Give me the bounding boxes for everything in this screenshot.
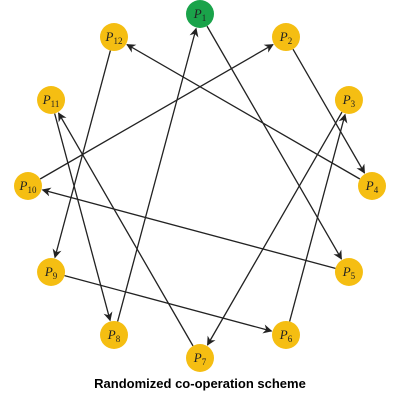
edges-layer (39, 25, 366, 347)
edge-p7-to-p11 (57, 112, 194, 347)
node-label: P9 (44, 264, 58, 281)
node-p5: P5 (334, 258, 363, 286)
node-label: P11 (42, 92, 60, 109)
edge-p6-to-p3 (288, 113, 348, 322)
node-circle (272, 23, 300, 52)
node-p10: P10 (14, 172, 42, 200)
edge-p11-to-p8 (54, 113, 113, 322)
node-circle (186, 0, 214, 28)
edge-p3-to-p7 (206, 111, 343, 346)
edge-p1-to-p5 (206, 25, 343, 260)
node-label: P3 (342, 92, 356, 109)
node-circle (272, 320, 300, 349)
node-label: P2 (279, 29, 292, 46)
node-label: P4 (365, 178, 379, 195)
diagram-caption: Randomized co-operation scheme (94, 376, 306, 391)
edge-p4-to-p12 (126, 43, 361, 180)
node-label: P8 (107, 327, 121, 344)
node-label: P1 (193, 6, 206, 23)
node-label: P6 (279, 327, 293, 344)
edge-p8-to-p1 (116, 27, 199, 322)
node-circle (186, 344, 214, 372)
node-circle (358, 172, 386, 200)
node-p4: P4 (358, 172, 386, 200)
node-circle (37, 258, 66, 286)
node-p11: P11 (37, 86, 66, 114)
node-circle (334, 86, 363, 114)
node-label: P12 (105, 29, 123, 46)
node-p1: P1 (186, 0, 214, 28)
node-p6: P6 (272, 320, 300, 349)
node-circle (100, 23, 128, 52)
edge-p12-to-p9 (52, 50, 112, 259)
node-p2: P2 (272, 23, 300, 52)
node-p7: P7 (186, 344, 214, 372)
edge-p10-to-p2 (39, 43, 274, 180)
edge-p2-to-p4 (292, 48, 366, 174)
node-label: P10 (19, 178, 37, 195)
node-label: P5 (342, 264, 356, 281)
node-label: P7 (193, 350, 207, 367)
edge-p9-to-p6 (64, 274, 273, 334)
node-p9: P9 (37, 258, 66, 286)
node-circle (37, 86, 66, 114)
node-p12: P12 (100, 23, 128, 52)
node-circle (14, 172, 42, 200)
node-circle (334, 258, 363, 286)
node-circle (100, 320, 128, 349)
node-p8: P8 (100, 320, 128, 349)
edge-p5-to-p10 (41, 187, 336, 270)
node-p3: P3 (334, 86, 363, 114)
